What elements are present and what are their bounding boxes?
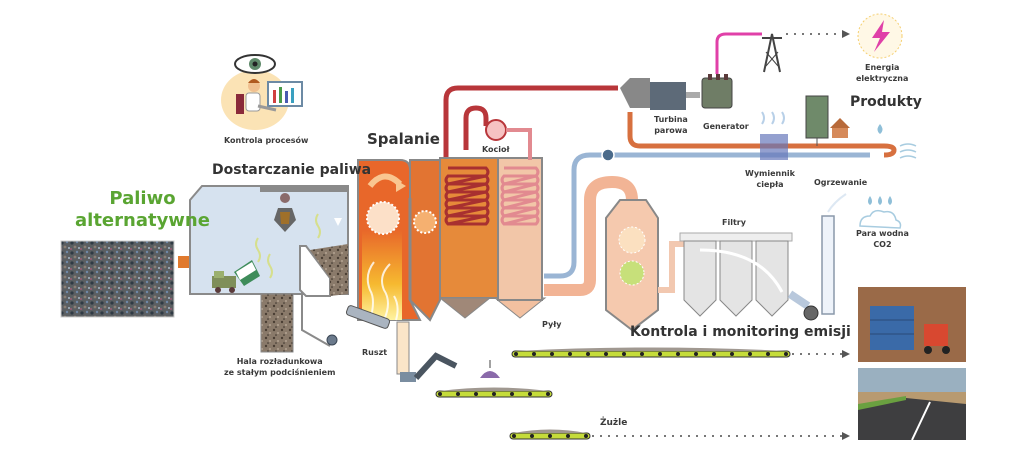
heating-water-pipe [627, 112, 897, 158]
conveyor-roller [748, 352, 752, 356]
conveyor-roller [548, 434, 552, 438]
water-vapor-line2: CO2 [873, 240, 892, 249]
heat-exchanger [760, 111, 788, 160]
conveyor-roller [474, 392, 478, 396]
heat-exchanger-line2: ciepła [756, 180, 784, 189]
fuel-label-line1: Paliwo [109, 188, 176, 209]
scrubber [605, 199, 659, 332]
cooling-water-pipe [544, 148, 870, 279]
flue-gas-duct [544, 175, 638, 296]
turbine-generator [620, 13, 903, 110]
steam-turbine-label: Turbina parowa [654, 114, 688, 136]
conveyor-roller [528, 392, 532, 396]
bag-filters [658, 193, 847, 321]
house [830, 118, 850, 138]
electric-energy-line1: Energia [864, 63, 900, 72]
apartment-building [805, 95, 829, 146]
conveyor-roller [640, 352, 644, 356]
conveyor-roller [730, 352, 734, 356]
water-vapor-label: Para wodna CO2 [856, 228, 909, 250]
generator-label: Generator [703, 122, 749, 131]
conveyor-roller [550, 352, 554, 356]
conveyor-roller [438, 392, 442, 396]
conveyor-roller [530, 434, 534, 438]
conveyor-roller [456, 392, 460, 396]
chimney [821, 215, 835, 315]
conveyor-roller [586, 352, 590, 356]
conveyor-roller [532, 352, 536, 356]
conveyor-roller [622, 352, 626, 356]
unloading-hall [189, 185, 349, 353]
heat-exchanger-line1: Wymiennik [745, 169, 795, 178]
process-control-label: Kontrola procesów [224, 136, 309, 145]
unloading-hall-line2: ze stałym podciśnieniem [224, 368, 336, 377]
boiler-drum [485, 119, 507, 141]
unloading-hall-line1: Hala rozładunkowa [236, 357, 323, 366]
material-pile [440, 387, 548, 391]
grate [345, 305, 391, 329]
conveyor-roller [604, 352, 608, 356]
magnetic-separator [480, 360, 500, 378]
unloading-hall-label: Hala rozładunkowa ze stałym podciśnienie… [224, 356, 335, 378]
slag-label: Żużle [600, 418, 628, 428]
conveyor-roller [514, 352, 518, 356]
water-drops-icon [868, 124, 917, 205]
dust-label: Pyły [542, 320, 562, 329]
road-photo [858, 368, 966, 441]
process-control-illustration [221, 54, 303, 130]
conveyor-roller [546, 392, 550, 396]
boiler [438, 119, 547, 319]
conveyor-roller [584, 434, 588, 438]
conveyor-roller [568, 352, 572, 356]
material-pile [514, 429, 586, 433]
conveyor-roller [784, 352, 788, 356]
fuel-photo [60, 240, 175, 318]
steam-turbine-line1: Turbina [654, 115, 688, 124]
conveyor-roller [566, 434, 570, 438]
grate-label: Ruszt [362, 348, 388, 357]
boiler-label: Kocioł [482, 145, 510, 154]
electric-energy-label: Energia elektryczna [856, 62, 908, 84]
conveyor-roller [492, 392, 496, 396]
conveyor-roller [510, 392, 514, 396]
power-pylon-icon [762, 33, 782, 73]
conveyor-roller [712, 352, 716, 356]
heat-exchange-coil [444, 166, 490, 226]
power-line [715, 32, 762, 74]
conveyor-roller [676, 352, 680, 356]
heat-exchange-coil [500, 166, 540, 226]
products-label: Produkty [850, 94, 922, 110]
heat-exchanger-label: Wymiennik ciepła [745, 168, 795, 190]
conveyor-roller [766, 352, 770, 356]
steam-turbine-line2: parowa [654, 126, 688, 135]
conveyor-roller [658, 352, 662, 356]
conveyor-roller [512, 434, 516, 438]
storage-photo [858, 287, 966, 362]
cloud-icon [859, 209, 902, 229]
combustion-chamber [345, 159, 458, 382]
filters-label: Filtry [722, 218, 746, 227]
heating-label: Ogrzewanie [814, 178, 868, 187]
water-vapor-line1: Para wodna [856, 229, 909, 238]
fuel-delivery-label: Dostarczanie paliwa [212, 162, 372, 178]
electric-energy-line2: elektryczna [856, 74, 909, 83]
fuel-label: Paliwo alternatywne [75, 188, 210, 232]
material-pile [516, 347, 786, 351]
emission-control-label: Kontrola i monitoring emisji [630, 324, 851, 340]
conveyor-roller [694, 352, 698, 356]
lightning-bolt-icon [857, 13, 903, 59]
combustion-label: Spalanie [367, 130, 440, 148]
fuel-label-line2: alternatywne [75, 210, 210, 231]
conveyors [435, 347, 791, 440]
steam-pipe [443, 85, 618, 240]
